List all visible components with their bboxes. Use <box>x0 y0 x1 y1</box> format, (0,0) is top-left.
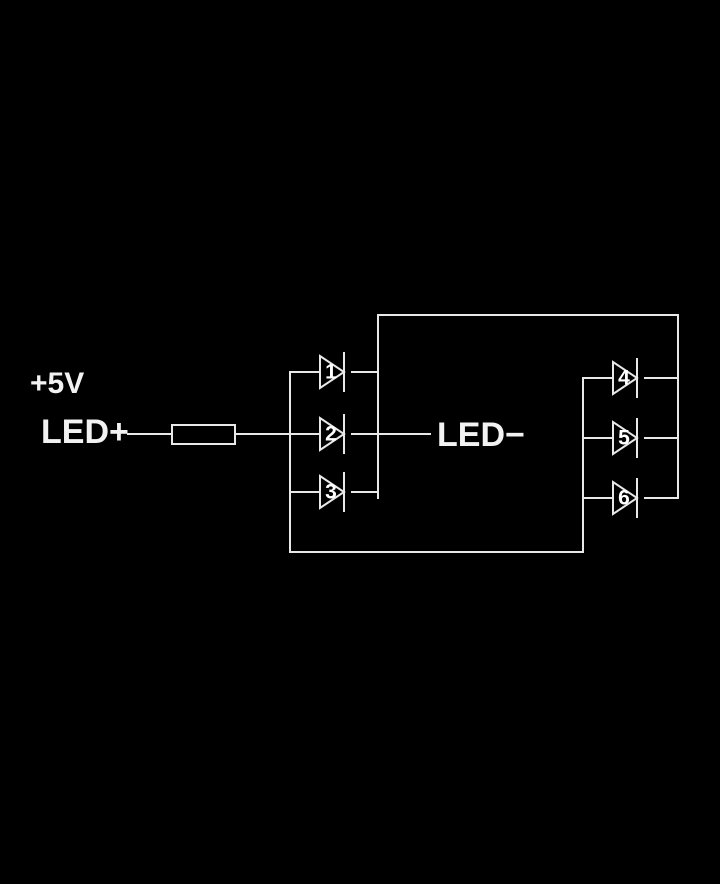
left-led-bank: 1 2 3 <box>319 352 346 512</box>
led-4-number: 4 <box>618 367 630 390</box>
led-3-number: 3 <box>325 481 337 504</box>
led-4[interactable]: 4 <box>612 358 639 398</box>
led-5[interactable]: 5 <box>612 418 639 458</box>
led-6[interactable]: 6 <box>612 478 639 518</box>
led-1-number: 1 <box>325 361 337 384</box>
wire-layer <box>127 314 679 553</box>
led-2-number: 2 <box>325 423 337 446</box>
led-1[interactable]: 1 <box>319 352 346 392</box>
supply-label: +5V <box>30 367 84 400</box>
led-2-triangle <box>319 416 346 452</box>
led-1-triangle <box>319 354 346 390</box>
led-5-triangle <box>612 420 639 456</box>
led-5-number: 5 <box>618 427 630 450</box>
led-6-triangle <box>612 480 639 516</box>
led-positive-label: LED+ <box>41 413 129 451</box>
led-4-triangle <box>612 360 639 396</box>
led-3-triangle <box>319 474 346 510</box>
led-negative-label: LED− <box>437 416 525 454</box>
led-3[interactable]: 3 <box>319 472 346 512</box>
right-led-bank: 4 5 6 <box>612 358 639 518</box>
led-2[interactable]: 2 <box>319 414 346 454</box>
led-6-number: 6 <box>618 487 630 510</box>
